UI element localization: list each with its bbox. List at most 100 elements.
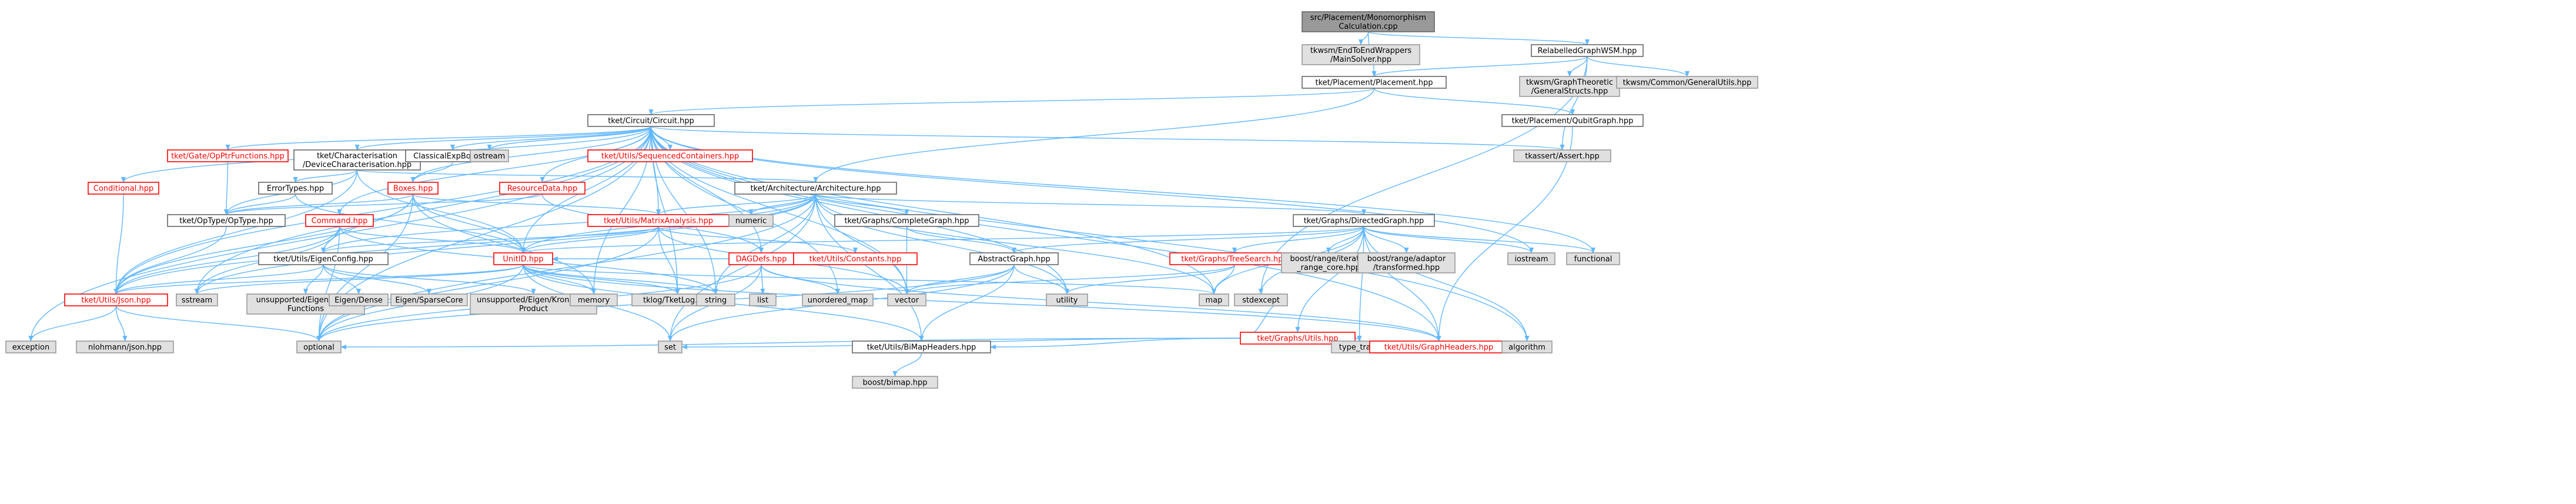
node-label: Eigen/Dense xyxy=(334,296,383,305)
node-label: tket/Architecture/Architecture.hpp xyxy=(750,185,881,193)
node-label: DAGDefs.hpp xyxy=(736,255,787,264)
edge-treesearch-to-map xyxy=(1212,264,1235,295)
edge-eigenconfig-to-eigensparse xyxy=(323,264,431,295)
node-label: boost/range/adaptor xyxy=(1367,255,1446,263)
edge-architecture-to-vector xyxy=(815,193,909,295)
graph-node-errortypes[interactable]: ErrorTypes.hpp xyxy=(258,182,333,195)
graph-node-characterisation[interactable]: tket/Characterisation/DeviceCharacterisa… xyxy=(293,149,421,171)
graph-node-directedgraph[interactable]: tket/Graphs/DirectedGraph.hpp xyxy=(1293,214,1435,227)
edge-architecture-to-set xyxy=(668,193,817,342)
node-label: ostream xyxy=(474,152,506,161)
node-box xyxy=(1519,76,1620,97)
edge-classicalexp-to-boxes xyxy=(410,161,453,183)
edge-architecture-to-directedgraph xyxy=(815,193,1366,215)
graph-node-eigensparse: Eigen/SparseCore xyxy=(390,293,468,306)
node-box xyxy=(1616,76,1758,89)
edge-placement-to-architecture xyxy=(813,88,1375,183)
node-box xyxy=(749,293,777,306)
node-label: unordered_map xyxy=(808,296,868,305)
graph-node-dagdefs[interactable]: DAGDefs.hpp xyxy=(728,252,794,265)
graph-node-treesearch[interactable]: tket/Graphs/TreeSearch.hpp xyxy=(1169,252,1300,265)
edge-boxes-to-optional xyxy=(316,193,414,342)
graph-node-graphutils[interactable]: tket/Graphs/Utils.hpp xyxy=(1240,332,1356,345)
graph-node-optype[interactable]: tket/OpType/OpType.hpp xyxy=(167,214,286,227)
edge-architecture-to-matrixanalysis xyxy=(656,193,817,215)
node-box xyxy=(1302,44,1420,65)
node-label: tkwsm/EndToEndWrappers xyxy=(1310,46,1412,55)
node-box xyxy=(696,293,735,306)
node-box xyxy=(1046,293,1088,306)
node-label: tkwsm/Common/GeneralUtils.hpp xyxy=(1623,79,1752,88)
graph-node-boxes[interactable]: Boxes.hpp xyxy=(387,182,439,195)
edge-dagdefs-to-list xyxy=(760,264,765,295)
node-box xyxy=(470,149,509,162)
graph-node-bimap[interactable]: tket/Utils/BiMapHeaders.hpp xyxy=(852,341,991,353)
graph-node-architecture[interactable]: tket/Architecture/Architecture.hpp xyxy=(734,182,897,195)
edge-command-to-optional xyxy=(316,226,340,342)
node-label: tket/Circuit/Circuit.hpp xyxy=(608,117,694,126)
graph-node-vector: vector xyxy=(887,293,926,306)
graph-node-seqcontainers[interactable]: tket/Utils/SequencedContainers.hpp xyxy=(587,149,753,162)
edge-circuit-to-unitid xyxy=(521,126,652,253)
node-label: Eigen/SparseCore xyxy=(395,296,463,305)
graph-node-completegraph[interactable]: tket/Graphs/CompleteGraph.hpp xyxy=(834,214,979,227)
graph-node-tkwsm-common: tkwsm/Common/GeneralUtils.hpp xyxy=(1616,76,1758,89)
graph-node-resourcedata[interactable]: ResourceData.hpp xyxy=(499,182,586,195)
node-box xyxy=(587,149,753,162)
node-label: /MainSolver.hpp xyxy=(1330,55,1391,64)
graph-node-qubitgraph[interactable]: tket/Placement/QubitGraph.hpp xyxy=(1501,114,1644,127)
node-box xyxy=(570,293,618,306)
node-label: boost/range/iterator xyxy=(1290,255,1367,263)
graph-node-unitid[interactable]: UnitID.hpp xyxy=(493,252,553,265)
graph-node-oppi[interactable]: tket/Gate/OpPtrFunctions.hpp xyxy=(167,149,289,162)
edge-directedgraph-to-iostream xyxy=(1363,226,1534,253)
graph-node-root[interactable]: src/Placement/MonomorphismCalculation.cp… xyxy=(1302,11,1435,32)
edge-unitid-to-json xyxy=(113,264,524,295)
edge-directedgraph-to-unitid xyxy=(521,226,1364,253)
graph-node-json[interactable]: tket/Utils/Json.hpp xyxy=(64,293,168,306)
graph-node-conditional[interactable]: Conditional.hpp xyxy=(88,182,159,195)
graph-node-placement[interactable]: tket/Placement/Placement.hpp xyxy=(1302,76,1447,89)
edge-characterisation-to-architecture xyxy=(356,169,818,183)
graph-node-algorithm: algorithm xyxy=(1501,341,1553,353)
node-label: Calculation.cpp xyxy=(1339,22,1397,31)
edge-directedgraph-to-functional xyxy=(1363,226,1595,253)
graph-node-ostream: ostream xyxy=(470,149,509,162)
node-box xyxy=(1566,252,1620,265)
node-label: tklog/TketLog.hpp xyxy=(643,296,712,305)
edge-resourcedata-to-optype xyxy=(224,193,543,215)
node-label: Conditional.hpp xyxy=(93,185,154,193)
node-label: Product xyxy=(519,305,548,313)
node-box xyxy=(887,293,926,306)
graph-node-constants[interactable]: tket/Utils/Constants.hpp xyxy=(793,252,918,265)
node-box xyxy=(305,214,374,227)
node-label: tket/Gate/OpPtrFunctions.hpp xyxy=(171,152,285,161)
graph-node-memory: memory xyxy=(570,293,618,306)
edge-characterisation-to-unitid xyxy=(356,169,526,253)
node-label: /DeviceCharacterisation.hpp xyxy=(303,161,412,169)
edge-json-to-optional xyxy=(115,305,322,342)
graph-node-circuit[interactable]: tket/Circuit/Circuit.hpp xyxy=(587,114,715,127)
node-box xyxy=(1302,76,1447,89)
graph-node-command[interactable]: Command.hpp xyxy=(305,214,374,227)
edge-oppi-to-optype xyxy=(224,161,229,215)
edge-abstractgraph-to-vector xyxy=(904,264,1015,295)
graph-node-matrixanalysis[interactable]: tket/Utils/MatrixAnalysis.hpp xyxy=(587,214,730,227)
graph-node-boostbimap: boost/bimap.hpp xyxy=(852,376,938,389)
node-label: tkwsm/GraphTheoretic xyxy=(1526,78,1613,87)
graph-node-relabelled[interactable]: RelabelledGraphWSM.hpp xyxy=(1531,44,1644,57)
node-box xyxy=(802,293,874,306)
node-box xyxy=(969,252,1059,265)
edge-directedgraph-to-treesearch xyxy=(1232,226,1364,253)
node-box xyxy=(1240,332,1356,345)
edge-architecture-to-bimap xyxy=(815,193,924,342)
edge-abstractgraph-to-bimap xyxy=(919,264,1015,342)
node-box xyxy=(728,214,774,227)
edge-graphutils-to-optional xyxy=(340,338,1241,349)
node-box xyxy=(1501,114,1644,127)
graph-node-graphheaders[interactable]: tket/Utils/GraphHeaders.hpp xyxy=(1369,341,1508,353)
graph-node-eigenconfig[interactable]: tket/Utils/EigenConfig.hpp xyxy=(258,252,389,265)
node-label: functional xyxy=(1574,255,1612,264)
graph-node-abstractgraph[interactable]: AbstractGraph.hpp xyxy=(969,252,1059,265)
